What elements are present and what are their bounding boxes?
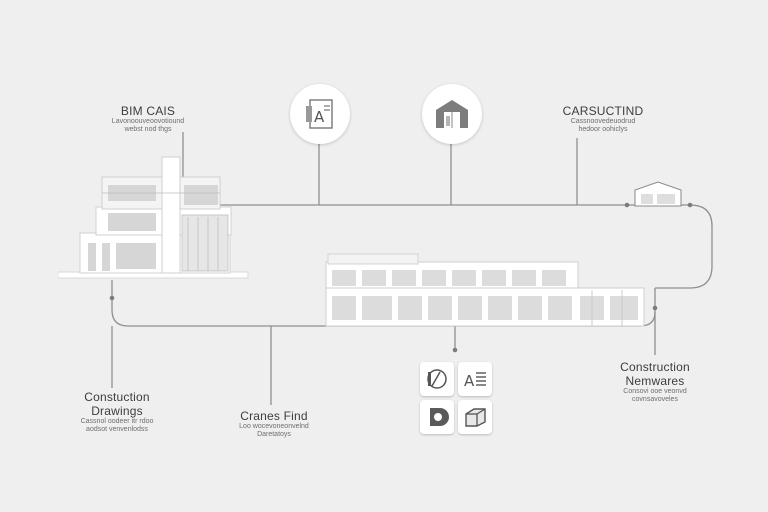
- label-cranes-title: Cranes Find: [240, 409, 308, 423]
- text-document-icon[interactable]: A: [458, 362, 492, 396]
- label-cranes-sub1: Loo wocevoneonvelnd: [239, 423, 309, 430]
- warehouse-icon[interactable]: [422, 84, 482, 144]
- node-dot: [624, 202, 630, 208]
- label-drawings-sub1: Cassnol oodeer itr rdoo: [80, 418, 154, 425]
- top-connector: [182, 204, 713, 289]
- label-bim: BIM CAIS Lavonoouveoovotiound webst nod …: [98, 104, 198, 134]
- label-bim-sub1: Lavonoouveoovotiound: [111, 118, 185, 125]
- node-dot: [109, 295, 115, 301]
- label-bim-sub2: webst nod thgs: [124, 126, 172, 133]
- disc-drive-icon[interactable]: [420, 400, 454, 434]
- small-building: [634, 181, 682, 207]
- label-drawings-title1: Constuction: [84, 390, 150, 404]
- label-drawings-title2: Drawings: [91, 404, 143, 418]
- svg-text:A: A: [464, 372, 475, 390]
- printer-box-icon[interactable]: [458, 400, 492, 434]
- document-a-icon[interactable]: A: [290, 84, 350, 144]
- label-drawings-sub2: aodsot venvenlodss: [86, 426, 148, 433]
- center-building: [325, 253, 645, 327]
- label-bim-title: BIM CAIS: [120, 104, 176, 118]
- label-cranes: Cranes Find Loo wocevoneonvelnd Daretato…: [222, 409, 326, 439]
- label-hardwares-sub1: Consovi ooe veonvd: [623, 388, 687, 395]
- label-hardwares-title1: Construction: [620, 360, 690, 374]
- label-construction-top: CARSUCTIND Cassnoovedeuodrud hedoor oohi…: [548, 104, 658, 134]
- label-construction-top-sub1: Cassnoovedeuodrud: [570, 118, 636, 125]
- node-dot: [652, 305, 658, 311]
- label-cranes-sub2: Daretatoys: [257, 431, 291, 438]
- node-dot: [687, 202, 693, 208]
- label-construction-top-sub2: hedoor oohiclys: [578, 126, 628, 133]
- left-building: [58, 156, 249, 279]
- label-hardwares: Construction Nemwares Consovi ooe veonvd…: [600, 360, 710, 404]
- node-dot: [452, 347, 458, 353]
- label-hardwares-title2: Nemwares: [625, 374, 685, 388]
- label-hardwares-sub2: covnsavoveles: [632, 396, 678, 403]
- svg-text:A: A: [314, 108, 325, 126]
- analytics-tool-icon[interactable]: [420, 362, 454, 396]
- label-drawings: Constuction Drawings Cassnol oodeer itr …: [62, 390, 172, 434]
- label-construction-top-title: CARSUCTIND: [562, 104, 644, 118]
